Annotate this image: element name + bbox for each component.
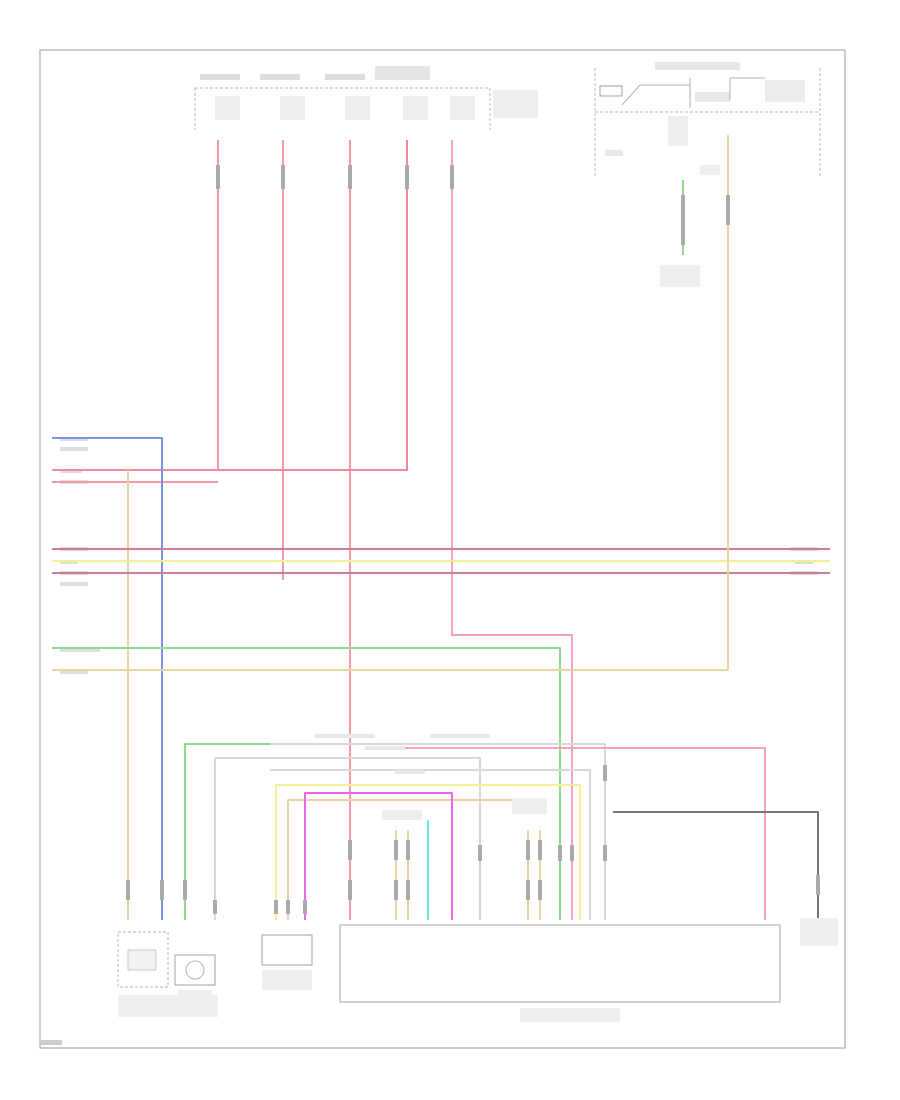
instrument-cluster-block bbox=[594, 62, 821, 287]
wires bbox=[52, 135, 830, 920]
fuse-block-top bbox=[194, 66, 538, 130]
ground-point bbox=[800, 918, 838, 946]
sensor-labels bbox=[315, 734, 547, 820]
wire-red-5 bbox=[451, 140, 573, 920]
wire-tan-sensor bbox=[287, 799, 545, 920]
wire-black-ground bbox=[613, 811, 819, 920]
wire-gray-1 bbox=[214, 757, 300, 920]
wire-tan-bus bbox=[52, 135, 729, 671]
connector-stubs bbox=[126, 165, 820, 914]
wire-gray-3 bbox=[300, 757, 481, 920]
diagram-frame bbox=[39, 49, 846, 1049]
wire-gray-4 bbox=[270, 769, 591, 920]
wire-pink-long bbox=[400, 747, 766, 920]
footer-tag bbox=[40, 1040, 62, 1045]
wire-gray-2 bbox=[270, 743, 606, 920]
fuel-pressure-sensor bbox=[261, 934, 313, 990]
wire-green-bus bbox=[52, 647, 561, 920]
fuel-pump-control-module bbox=[339, 924, 781, 1022]
wire-green-pump bbox=[184, 743, 270, 920]
wire-red-1 bbox=[52, 140, 219, 471]
left-signal-labels bbox=[60, 437, 818, 674]
fuel-level-sender bbox=[117, 931, 218, 1017]
fuel-pump bbox=[174, 954, 216, 996]
wire-yellow-sensor bbox=[275, 784, 581, 920]
wire-magenta bbox=[304, 792, 453, 920]
wire-blue bbox=[52, 437, 163, 920]
wire-red-4 bbox=[52, 140, 408, 471]
